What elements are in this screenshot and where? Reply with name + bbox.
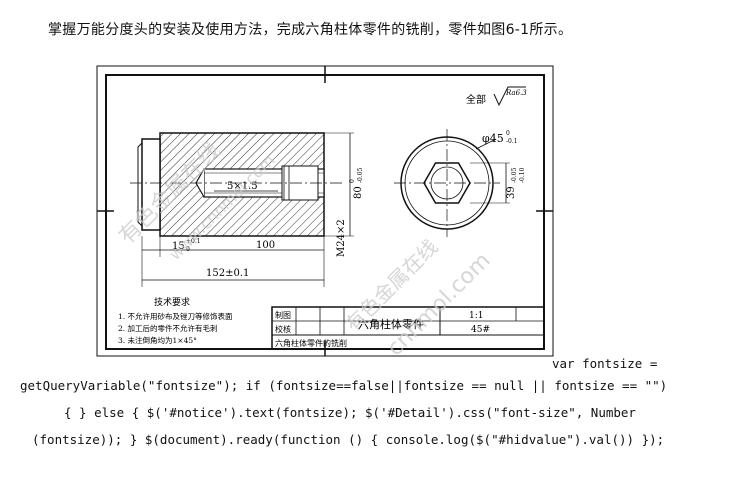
- code-line-4: (fontsize)); } $(document).ready(functio…: [32, 432, 665, 447]
- svg-text:+0.1: +0.1: [186, 238, 201, 245]
- svg-text:-0.05: -0.05: [357, 167, 364, 183]
- tech-req-item-1: 1. 不允许用砂布及锉刀等修饰表面: [118, 311, 233, 321]
- part-name: 六角柱体零件: [358, 317, 424, 331]
- svg-text:0: 0: [349, 179, 356, 183]
- process-name: 六角柱体零件的铣削: [275, 338, 347, 348]
- roughness-value: Ra6.3: [505, 89, 527, 97]
- drawn-label: 制图: [275, 310, 291, 320]
- title-block: [271, 306, 545, 350]
- svg-text:0: 0: [506, 130, 510, 137]
- flat-height-dim: 80: [353, 186, 364, 199]
- scale-value: 1:1: [469, 311, 483, 321]
- diameter-dim: φ45: [482, 132, 504, 145]
- svg-text:-0.10: -0.10: [519, 167, 526, 183]
- total-length-dim: 152±0.1: [206, 268, 249, 279]
- code-line-2: getQueryVariable("fontsize"); if (fontsi…: [20, 378, 668, 393]
- part-head: [141, 138, 161, 231]
- thread-hole-dim: 5×1.5: [227, 181, 258, 192]
- tech-req-title: 技术要求: [154, 296, 190, 308]
- svg-text:-0.05: -0.05: [511, 167, 518, 183]
- code-line-1: var fontsize =: [552, 356, 658, 371]
- check-label: 校核: [275, 324, 291, 334]
- thread-dim: M24×2: [336, 219, 347, 257]
- chamfer-dim: 15: [172, 241, 185, 252]
- code-line-3: { } else { $('#notice').text(fontsize); …: [64, 405, 636, 420]
- material-value: 45#: [471, 325, 490, 335]
- svg-text:0: 0: [186, 246, 190, 253]
- roughness-label: 全部: [466, 93, 486, 106]
- roughness-symbol: [493, 86, 526, 107]
- intro-text: 掌握万能分度头的安装及使用方法，完成六角柱体零件的铣削，零件如图6-1所示。: [48, 22, 573, 38]
- tech-req-item-2: 2. 加工后的零件不允许有毛刺: [118, 323, 218, 333]
- engineering-drawing: 全部 Ra6.3 5×1.5 80 0 -0.05 M24×2 15 +0.1 …: [96, 65, 554, 357]
- svg-text:-0.1: -0.1: [506, 138, 518, 145]
- thread-length-dim: 100: [256, 240, 275, 251]
- hex-flats-dim: 39: [506, 186, 517, 199]
- tech-req-item-3: 3. 未注倒角均为1×45°: [118, 335, 197, 345]
